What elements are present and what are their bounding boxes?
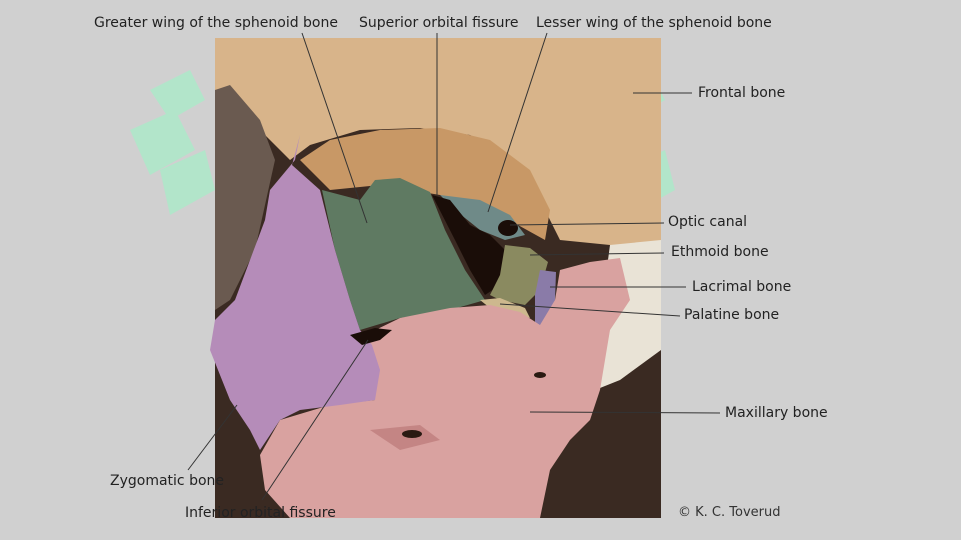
maxillary-depression — [370, 425, 440, 450]
temporal-region — [215, 85, 275, 310]
leader-zygomatic — [187, 404, 238, 471]
leader-maxillary — [529, 411, 721, 414]
superior-orbital-fissure — [432, 195, 505, 295]
leader-inferior-fissure — [261, 339, 369, 501]
infraorbital-foramen — [402, 430, 422, 438]
zygomatic-bone — [210, 135, 380, 450]
optic-canal — [498, 220, 518, 236]
credit-text: © K. C. Toverud — [678, 505, 781, 520]
label-greater-wing: Greater wing of the sphenoid bone — [94, 15, 338, 31]
lacrimal-bone — [535, 270, 556, 330]
leader-optic-canal — [509, 222, 665, 226]
inferior-orbital-fissure — [350, 328, 392, 345]
label-inferior-fissure: Inferior orbital fissure — [185, 505, 336, 521]
leader-lesser-wing — [487, 32, 548, 213]
orbit-roof — [300, 128, 550, 240]
label-optic-canal: Optic canal — [668, 214, 748, 230]
label-superior-fissure: Superior orbital fissure — [359, 15, 519, 31]
maxillary-bone — [260, 258, 630, 518]
label-palatine: Palatine bone — [684, 307, 780, 323]
leader-lines — [187, 32, 721, 501]
frontal-bone — [215, 38, 661, 250]
label-maxillary: Maxillary bone — [725, 405, 828, 421]
label-lesser-wing: Lesser wing of the sphenoid bone — [536, 15, 772, 31]
ethmoid-bone — [490, 245, 548, 305]
leader-ethmoid — [529, 252, 665, 256]
label-ethmoid: Ethmoid bone — [671, 244, 769, 260]
greater-wing-sphenoid — [322, 178, 485, 330]
label-frontal: Frontal bone — [698, 85, 786, 101]
label-zygomatic: Zygomatic bone — [110, 473, 225, 489]
leader-greater-wing — [301, 32, 368, 224]
small-foramen — [534, 372, 546, 378]
label-lacrimal: Lacrimal bone — [692, 279, 792, 295]
leader-palatine — [499, 303, 681, 317]
